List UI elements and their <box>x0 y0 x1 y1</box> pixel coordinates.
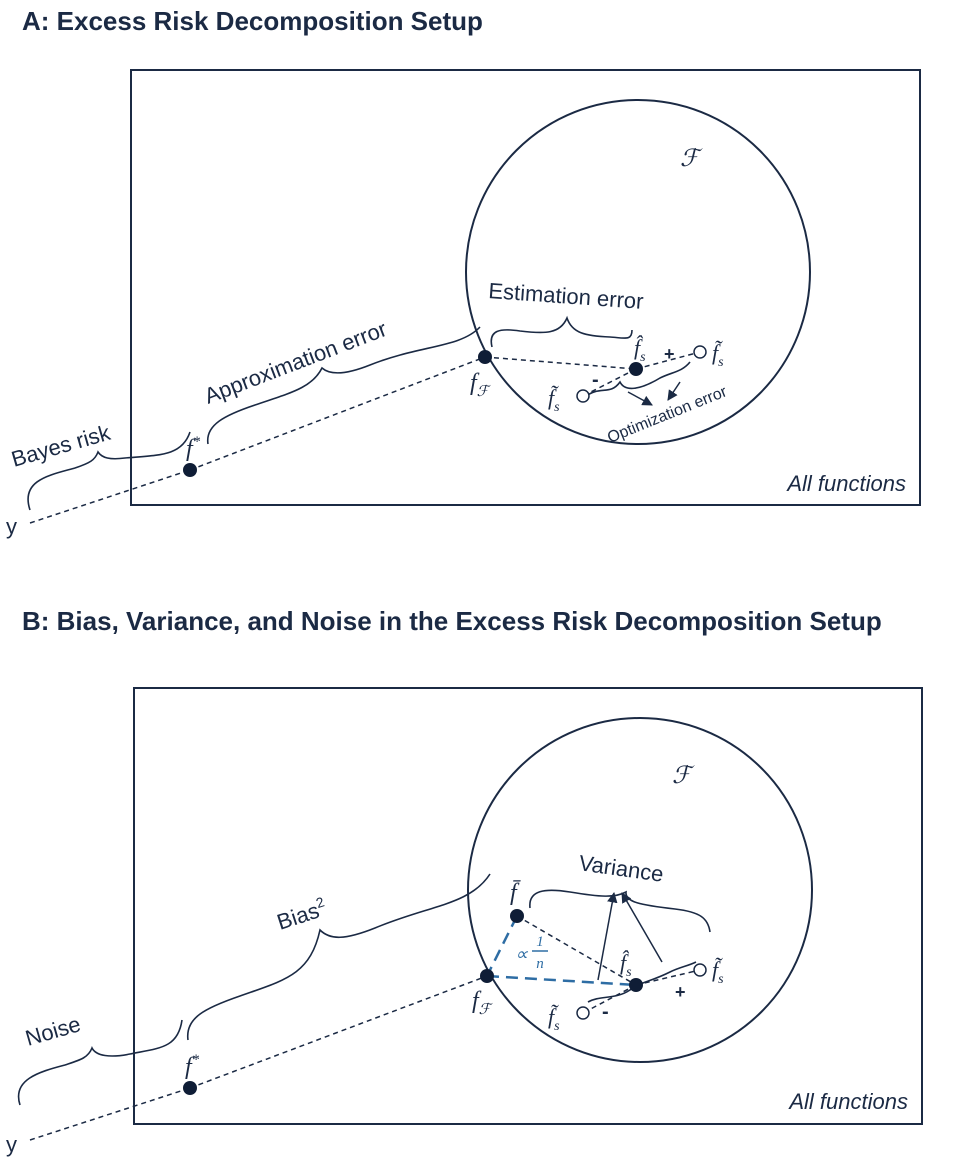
minus-sign: - <box>592 369 599 391</box>
noise-label: Noise <box>22 1011 83 1051</box>
f-hat-label: f̂s <box>620 950 632 980</box>
f-F-label: fℱ <box>472 988 494 1018</box>
approximation-error-label: Approximation error <box>201 316 390 409</box>
f-tilde-plus-label: f̃s <box>712 957 724 987</box>
function-class-circle <box>465 99 811 445</box>
f-tilde-plus-point <box>693 963 707 977</box>
estimation-error-label: Estimation error <box>488 278 645 314</box>
function-class-circle <box>467 717 813 1063</box>
f-bar-to-f-hat-path <box>516 915 637 986</box>
f-star-point <box>183 1081 197 1095</box>
perturbation-brace <box>587 961 697 1003</box>
estimation-error-brace <box>490 315 633 348</box>
fraction-denominator: n <box>536 956 544 972</box>
bayes-risk-brace <box>27 431 191 511</box>
minus-perturbation-path <box>582 368 637 397</box>
all-functions-box <box>133 687 923 1125</box>
optimization-error-brace <box>584 361 691 398</box>
f-F-label: fℱ <box>470 370 492 400</box>
variance-arrow-left <box>597 891 618 981</box>
bayes-risk-label: Bayes risk <box>8 420 113 472</box>
optimization-arrow-right <box>667 381 681 401</box>
bias-label: Bias2 <box>273 893 330 934</box>
optimization-arrow-left <box>627 391 653 406</box>
f-tilde-minus-label: f̃s <box>548 1004 560 1034</box>
variance-arrow-right <box>621 892 663 963</box>
all-functions-label: All functions <box>785 471 906 496</box>
approximation-error-brace <box>207 326 481 445</box>
proportional-symbol: ∝ <box>515 944 529 964</box>
panel-a-title: A: Excess Risk Decomposition Setup <box>22 6 483 36</box>
f-hat-label: f̂s <box>634 335 646 365</box>
estimation-path <box>484 356 637 370</box>
variance-label: Variance <box>577 850 665 887</box>
plus-sign: + <box>664 344 675 364</box>
f-F-point <box>478 350 492 364</box>
noise-path <box>29 1087 191 1141</box>
panel-b: ℱ All functions Noise Bias2 Variance y f… <box>6 687 923 1157</box>
f-hat-point <box>629 362 643 376</box>
f-bar-label: f̄ <box>510 880 521 906</box>
f-tilde-minus-point <box>576 1006 590 1020</box>
y-label: y <box>6 1132 17 1157</box>
all-functions-label: All functions <box>787 1089 908 1114</box>
f-star-label: f* <box>185 1052 200 1080</box>
f-tilde-plus-label: f̃s <box>712 340 724 370</box>
all-functions-box <box>130 69 921 506</box>
f-hat-point <box>629 978 643 992</box>
panel-b-title: B: Bias, Variance, and Noise in the Exce… <box>22 606 882 636</box>
variance-brace <box>529 889 711 933</box>
fraction-numerator: 1 <box>536 934 544 950</box>
bias-brace <box>186 873 491 1041</box>
f-tilde-minus-label: f̃s <box>548 385 560 415</box>
plus-perturbation-path <box>635 969 701 986</box>
f-F-point <box>480 969 494 983</box>
plus-sign: + <box>675 982 686 1002</box>
f-tilde-plus-point <box>693 345 707 359</box>
f-tilde-minus-point <box>576 389 590 403</box>
estimation-leg <box>486 974 637 987</box>
noise-brace <box>17 1019 183 1106</box>
panel-a: ℱ All functions Bayes risk Approximation… <box>6 69 921 539</box>
f-star-label: f* <box>186 434 201 462</box>
f-bar-point <box>510 909 524 923</box>
approximation-path <box>189 356 486 471</box>
minus-sign: - <box>602 1001 609 1023</box>
function-class-symbol: ℱ <box>680 146 703 172</box>
bayes-risk-path <box>29 469 191 524</box>
optimization-error-label: Optimization error <box>605 383 730 447</box>
function-class-symbol: ℱ <box>672 763 695 789</box>
minus-perturbation-path <box>582 984 637 1014</box>
plus-perturbation-path <box>635 351 701 370</box>
y-label: y <box>6 514 17 539</box>
bias-path <box>189 975 488 1089</box>
f-star-point <box>183 463 197 477</box>
bias-leg <box>485 915 519 977</box>
